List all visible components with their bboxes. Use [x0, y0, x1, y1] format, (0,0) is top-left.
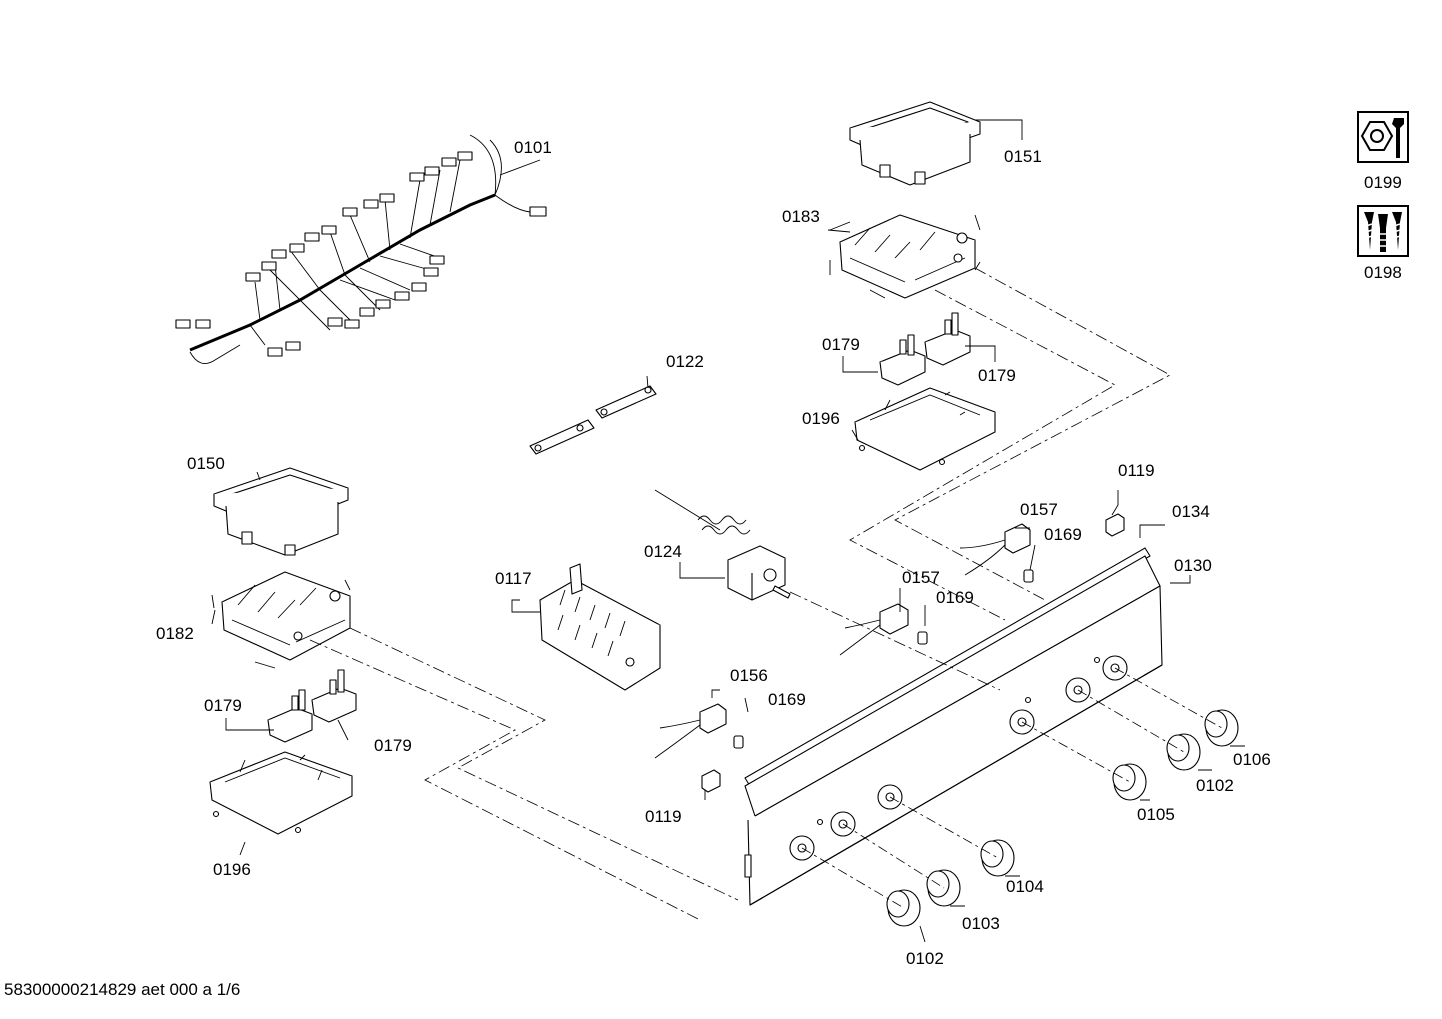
switch-0157-upper: [959, 523, 1031, 576]
label-0179: 0179: [822, 335, 860, 354]
wire-harness: [175, 134, 547, 365]
thermostat-0124: [654, 489, 791, 601]
label-0103: 0103: [962, 914, 1000, 933]
label-0104: 0104: [1006, 877, 1044, 896]
switch-0179-lower-right: [311, 669, 357, 723]
label-0156: 0156: [730, 666, 768, 685]
label-0134: 0134: [1172, 502, 1210, 521]
selector-switch-0183: [829, 214, 981, 299]
screw-set-icon: [1357, 205, 1409, 257]
knobs: [886, 709, 1239, 927]
housing-0151: [849, 101, 981, 186]
spacers-0169: [733, 569, 1034, 749]
label-0179: 0179: [204, 696, 242, 715]
switch-0179-upper-right: [924, 312, 971, 366]
housing-0150: [213, 467, 349, 556]
control-panel-0130: [744, 547, 1163, 906]
knob-0102-left: [886, 889, 921, 927]
frame-0196-lower: [209, 751, 353, 835]
label-0179: 0179: [374, 736, 412, 755]
label-0196: 0196: [213, 860, 251, 879]
label-0102: 0102: [906, 949, 944, 968]
bracket-0122: [529, 385, 657, 455]
label-0169: 0169: [1044, 525, 1082, 544]
switch-0156: [654, 703, 727, 759]
knob-0102-right: [1166, 733, 1201, 771]
label-0199: 0199: [1364, 173, 1402, 192]
label-0122: 0122: [666, 352, 704, 371]
label-0157: 0157: [1020, 500, 1058, 519]
wrench-nut-icon: [1357, 111, 1409, 163]
terminal-block-0117: [539, 563, 661, 691]
label-0169: 0169: [936, 588, 974, 607]
label-0106: 0106: [1233, 750, 1271, 769]
knob-0106: [1204, 709, 1239, 747]
assembly-lines: [309, 267, 1223, 921]
part-labels: 0101 0151 0183 0179 0179 0196 0122 0150 …: [156, 138, 1402, 968]
switch-0179-lower-left: [267, 689, 313, 743]
label-0105: 0105: [1137, 805, 1175, 824]
document-id: 58300000214829 aet 000 a 1/6: [4, 980, 241, 999]
label-0196: 0196: [802, 409, 840, 428]
label-0124: 0124: [644, 542, 682, 561]
label-0101: 0101: [514, 138, 552, 157]
label-0169: 0169: [768, 690, 806, 709]
label-0179: 0179: [978, 366, 1016, 385]
leader-lines: [211, 119, 1245, 943]
frame-0196-upper: [854, 387, 996, 471]
selector-switch-0182: [211, 571, 351, 669]
label-0119: 0119: [1118, 461, 1155, 480]
label-0117: 0117: [495, 569, 532, 588]
label-0198: 0198: [1364, 263, 1402, 282]
label-0130: 0130: [1174, 556, 1212, 575]
label-0119: 0119: [645, 807, 682, 826]
label-0102: 0102: [1196, 776, 1234, 795]
switch-0157-lower: [839, 603, 909, 656]
label-0150: 0150: [187, 454, 225, 473]
knob-0105: [1112, 763, 1147, 801]
label-0183: 0183: [782, 207, 820, 226]
clips-0119: [701, 513, 1125, 793]
label-0157: 0157: [902, 568, 940, 587]
label-0182: 0182: [156, 624, 194, 643]
switch-0179-upper-left: [879, 334, 926, 386]
knob-0104: [980, 839, 1015, 877]
label-0151: 0151: [1004, 147, 1042, 166]
